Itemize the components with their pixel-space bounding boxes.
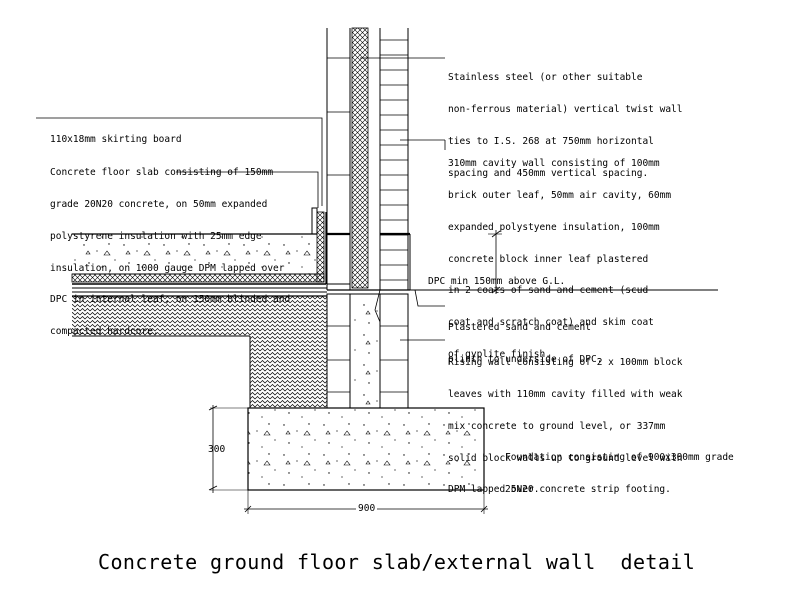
floor-slab-line: grade 20N20 concrete, on 50mm expanded — [50, 198, 268, 210]
floor-slab — [72, 233, 317, 275]
wall-ties-line: Stainless steel (or other suitable — [448, 72, 643, 84]
footing-height-label: 300 — [208, 444, 226, 455]
hardcore-fill — [72, 296, 327, 408]
cavity-wall-line: brick outer leaf, 50mm air cavity, 60mm — [448, 189, 672, 201]
floor-slab-line: DPC in internal leaf, on 150mm blinded a… — [50, 294, 291, 306]
cavity-insulation — [351, 27, 369, 289]
cavity-wall-line: coat and scratch coat) and skim coat — [448, 317, 654, 329]
skirting-note: 110x18mm skirting board — [50, 114, 182, 156]
wall-ties-line: non-ferrous material) vertical twist wal… — [448, 103, 683, 115]
rising-wall-note: Rising wall consisting of 2 x 100mm bloc… — [448, 337, 683, 507]
floor-slab-note: Concrete floor slab consisting of 150mm … — [50, 147, 290, 348]
outer-leaf — [379, 28, 409, 290]
dpc-note: DPC min 150mm above G.L. — [428, 256, 565, 298]
floor-slab-line: polystyrene insulation with 25mm edge — [50, 230, 262, 242]
blinding-lines — [72, 287, 327, 297]
dpc-line: DPC min 150mm above G.L. — [428, 276, 566, 288]
brick-courses — [380, 39, 408, 281]
cavity-wall-line: concrete block inner leaf plastered — [448, 253, 649, 265]
floor-slab-line: Concrete floor slab consisting of 150mm — [50, 167, 274, 179]
rising-wall — [326, 293, 409, 409]
cavity-wall-line: in 2 coats of sand and cement (scud — [448, 285, 649, 297]
drawing-title: Concrete ground floor slab/external wall… — [98, 550, 696, 574]
footing-width-label: 900 — [356, 503, 378, 514]
rising-wall-line: solid block walls up to ground level wit… — [448, 452, 683, 464]
inner-leaf — [326, 28, 351, 290]
cavity-wall-line: expanded polystyene insulation, 100mm — [448, 221, 660, 233]
wall-ties-note: Stainless steel (or other suitable non-f… — [448, 52, 683, 190]
foundation-line: 25N20 concrete strip footing. — [505, 483, 671, 495]
cavity-wall-line: of gyplite finish. — [448, 348, 551, 360]
skirting-line: 110x18mm skirting board — [50, 134, 182, 146]
rising-wall-line: Rising wall consisting of 2 x 100mm bloc… — [448, 357, 683, 369]
cavity-wall-note: 310mm cavity wall consisting of 100mm br… — [448, 138, 671, 371]
foundation-note: Foundation consisting of 900x300mm grade… — [505, 432, 734, 506]
plinth-line: plinth to underside of DPC. — [448, 353, 603, 365]
cavity-wall-line: 310mm cavity wall consisting of 100mm — [448, 158, 660, 170]
rising-wall-line: DPM lapped over. — [448, 484, 540, 496]
foundation-line: Foundation consisting of 900x300mm grade — [505, 452, 734, 464]
foundation — [247, 407, 485, 491]
skirting-board — [311, 207, 318, 235]
wall-ties-line: spacing and 450mm vertical spacing. — [448, 167, 649, 179]
slab-insulation — [71, 211, 327, 285]
leader-lines — [36, 57, 446, 341]
plinth-note: Plastered sand and cement plinth to unde… — [448, 302, 602, 376]
wall-ties-line: ties to I.S. 268 at 750mm horizontal — [448, 135, 654, 147]
floor-slab-line: insulation, on 1000 gauge DPM lapped ove… — [50, 262, 285, 274]
floor-slab-line: compacted hardcore. — [50, 326, 159, 338]
dpc-lines — [327, 232, 410, 295]
rising-wall-line: mix concrete to ground level, or 337mm — [448, 420, 666, 432]
plinth-line: Plastered sand and cement — [448, 322, 591, 334]
rising-wall-line: leaves with 110mm cavity filled with wea… — [448, 388, 683, 400]
